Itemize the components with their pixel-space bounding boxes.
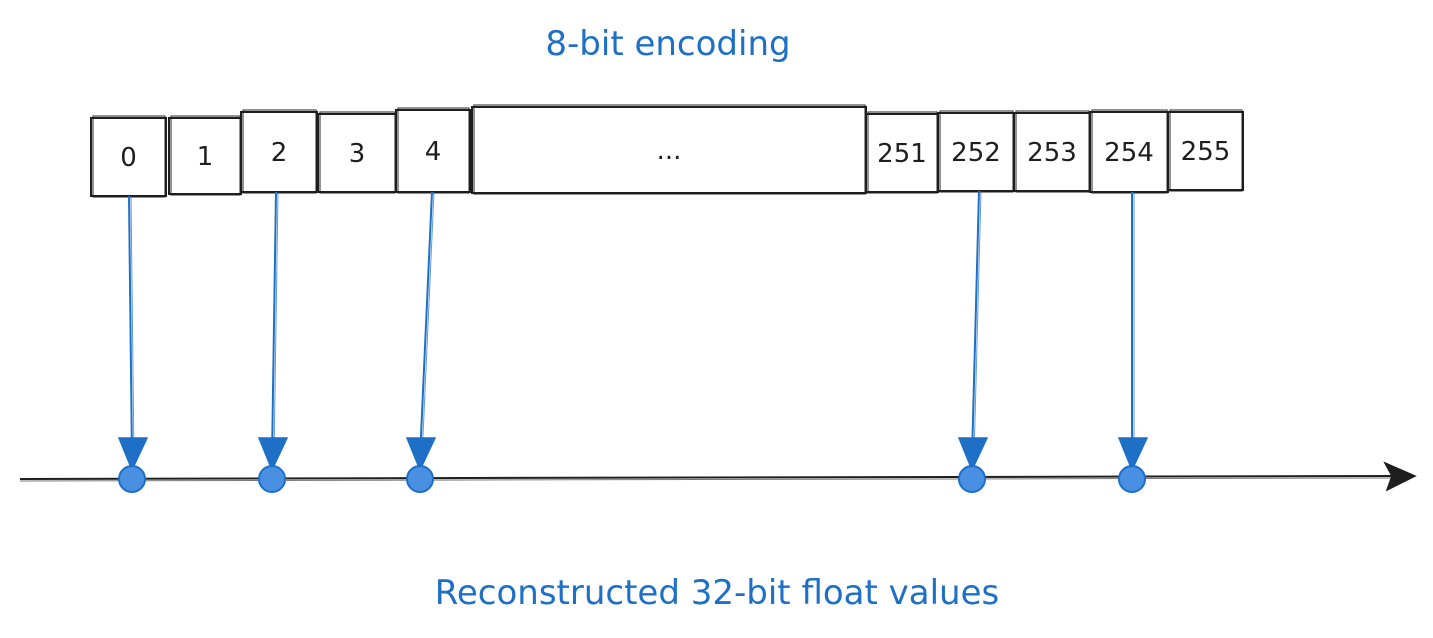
number-line-arrowhead — [1383, 461, 1417, 492]
arrow-from-254 — [1117, 192, 1149, 472]
arrow-shaft-sketch — [273, 191, 279, 459]
cell-label: 251 — [877, 139, 927, 169]
cell-box — [240, 111, 318, 193]
encoding-cells: 0 1 2 3 4... 251 252 253 254 255 — [90, 104, 1244, 198]
cell-label: 2 — [271, 138, 288, 168]
cell-box — [317, 113, 397, 193]
arrow-head — [257, 437, 289, 472]
arrow-shaft-sketch — [421, 191, 435, 459]
float-value-point-2 — [258, 465, 286, 493]
reconstructed-points — [118, 465, 1146, 493]
arrow-shaft-sketch — [973, 190, 982, 459]
cell-3: 3 — [317, 111, 397, 194]
cell-label: 4 — [425, 137, 442, 167]
arrow-shaft — [271, 191, 277, 459]
arrow-head — [405, 437, 437, 472]
cell-label: 255 — [1181, 137, 1231, 167]
float-value-point-4 — [406, 465, 434, 493]
cell-box — [168, 117, 242, 195]
cell-label: 253 — [1027, 138, 1077, 168]
encoding-title: 8-bit encoding — [545, 24, 790, 64]
cell-4: 4 — [395, 107, 471, 194]
arrow-head — [117, 437, 149, 472]
arrow-from-252 — [957, 190, 989, 472]
cell-label: 1 — [197, 142, 214, 172]
cell-label: 252 — [951, 138, 1001, 168]
cell-label: ... — [657, 136, 682, 166]
float-value-point-0 — [118, 465, 146, 493]
cell-box — [395, 109, 471, 193]
arrow-head — [957, 437, 989, 472]
float-value-point-252 — [958, 465, 986, 493]
mapping-arrows — [117, 190, 1149, 472]
cell-box — [90, 117, 167, 197]
cell-ellipsis: ... — [471, 104, 867, 195]
cell-253: 253 — [1013, 110, 1091, 193]
arrow-from-0 — [117, 195, 149, 472]
cell-box — [937, 112, 1015, 192]
number-line — [19, 475, 1396, 480]
cell-254: 254 — [1089, 109, 1169, 194]
cell-box — [1167, 111, 1244, 191]
arrow-shaft-sketch — [130, 195, 135, 459]
float-value-point-254 — [1118, 465, 1146, 493]
cell-251: 251 — [865, 111, 939, 194]
cell-255: 255 — [1167, 109, 1244, 192]
cell-1: 1 — [168, 115, 242, 196]
cell-label: 0 — [120, 143, 137, 173]
cell-label: 3 — [349, 139, 366, 169]
cell-label: 254 — [1104, 138, 1154, 168]
cell-0: 0 — [90, 115, 167, 198]
arrow-shaft — [128, 195, 133, 459]
cell-box — [1089, 111, 1169, 193]
cell-box-sketch — [1169, 109, 1243, 192]
cell-box — [471, 106, 867, 194]
cell-box — [865, 113, 939, 193]
arrow-shaft — [971, 190, 980, 459]
number-line-sketch — [19, 477, 1394, 482]
arrow-shaft — [419, 191, 433, 459]
reconstructed-title: Reconstructed 32-bit float values — [435, 573, 999, 613]
cell-box-sketch — [242, 109, 317, 194]
cell-2: 2 — [240, 109, 318, 194]
arrow-from-4 — [405, 191, 437, 472]
cell-box — [1013, 112, 1091, 192]
arrow-head — [1117, 437, 1149, 472]
float-number-line — [19, 461, 1417, 492]
cell-252: 252 — [937, 110, 1015, 193]
arrow-from-2 — [257, 191, 289, 472]
